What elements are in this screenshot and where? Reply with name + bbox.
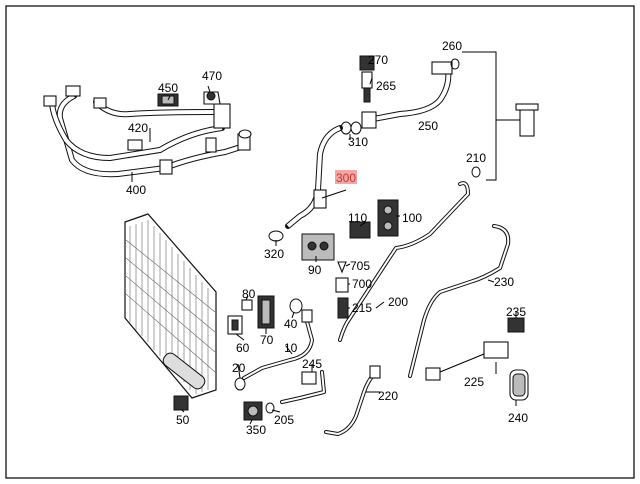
label-705: 705 (350, 259, 370, 273)
label-270: 270 (368, 53, 388, 67)
condenser (124, 213, 217, 399)
line-230 (408, 224, 511, 378)
part-labels: 260 270 265 250 310 300 210 450 470 420 … (126, 39, 528, 437)
label-215: 215 (352, 301, 372, 315)
label-20: 20 (232, 361, 246, 375)
part-310 (340, 121, 362, 135)
line-200 (338, 181, 470, 342)
label-265: 265 (376, 79, 396, 93)
label-350: 350 (246, 423, 266, 437)
label-260: 260 (442, 39, 462, 53)
part-470 (203, 91, 221, 105)
label-10: 10 (284, 341, 298, 355)
label-400: 400 (126, 183, 146, 197)
part-260 (450, 58, 460, 70)
label-210: 210 (466, 151, 486, 165)
line-245 (280, 370, 326, 404)
diagram-frame (5, 5, 635, 479)
part-265 (361, 71, 373, 103)
part-235 (507, 317, 525, 333)
hose-400 (43, 85, 252, 178)
label-60: 60 (236, 341, 250, 355)
label-50: 50 (176, 413, 190, 427)
label-220: 220 (378, 389, 398, 403)
label-70: 70 (260, 333, 274, 347)
part-100 (377, 199, 399, 237)
part-50 (173, 395, 189, 411)
label-420: 420 (128, 121, 148, 135)
label-40: 40 (284, 317, 298, 331)
part-215 (337, 297, 349, 319)
label-200: 200 (388, 295, 408, 309)
label-310: 310 (348, 135, 368, 149)
label-470: 470 (202, 69, 222, 83)
line-10 (242, 309, 314, 380)
label-240: 240 (508, 411, 528, 425)
part-205 (265, 402, 275, 414)
part-705 (337, 261, 347, 274)
part-110 (349, 221, 371, 239)
part-225 (425, 341, 509, 381)
label-245: 245 (302, 357, 322, 371)
part-270 (359, 55, 375, 71)
label-80: 80 (242, 287, 256, 301)
label-225: 225 (464, 375, 484, 389)
label-100: 100 (402, 211, 422, 225)
label-205: 205 (274, 413, 294, 427)
label-320: 320 (264, 247, 284, 261)
part-20 (234, 377, 246, 391)
label-110: 110 (348, 211, 367, 225)
part-80 (241, 299, 253, 311)
fitting-block (515, 103, 539, 137)
part-210 (471, 166, 481, 178)
label-450: 450 (158, 81, 178, 95)
label-90: 90 (308, 263, 322, 277)
hose-250 (361, 61, 453, 129)
part-700 (335, 277, 349, 293)
label-300: 300 (336, 171, 356, 185)
label-250: 250 (418, 119, 438, 133)
part-90 (301, 233, 335, 261)
label-235: 235 (506, 305, 526, 319)
hose-300 (285, 125, 343, 229)
line-220 (324, 365, 381, 436)
part-320 (268, 230, 284, 242)
highlight-300 (335, 170, 357, 184)
part-40 (289, 298, 303, 314)
leader-lines (131, 51, 520, 425)
label-700: 700 (352, 277, 372, 291)
label-230: 230 (494, 275, 514, 289)
